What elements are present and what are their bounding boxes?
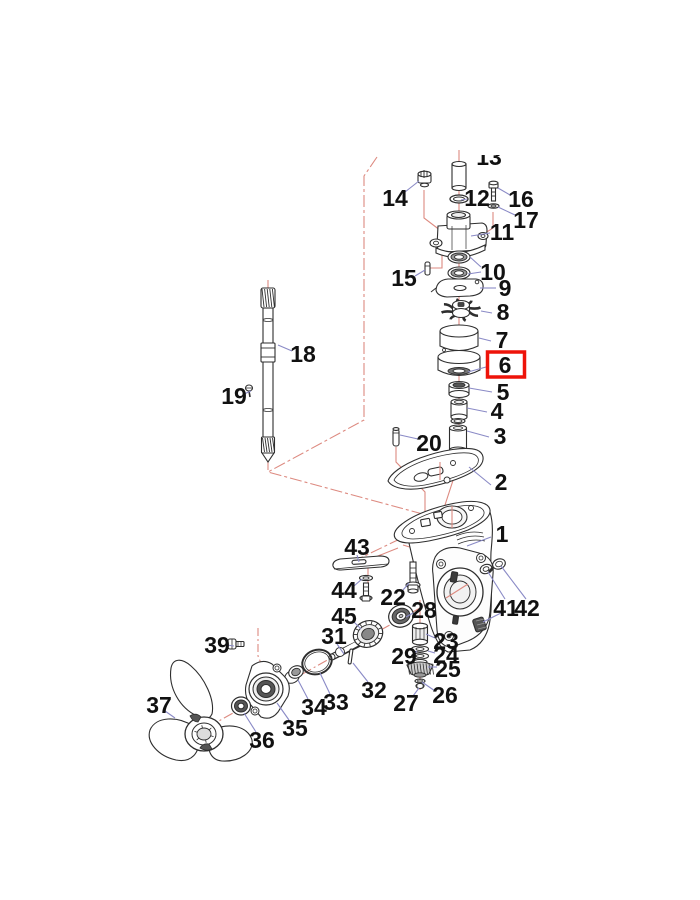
part-label-17: 17 — [513, 207, 539, 233]
part-label-28: 28 — [411, 597, 437, 623]
part-label-15: 15 — [391, 265, 417, 291]
part-label-12: 12 — [464, 185, 490, 211]
part-label-27: 27 — [393, 690, 419, 716]
part-label-32: 32 — [361, 677, 387, 703]
part-label-20: 20 — [416, 430, 442, 456]
parts — [148, 160, 506, 762]
highlight-box-part-6 — [485, 350, 527, 379]
part-label-24: 24 — [433, 642, 459, 668]
part-label-7: 7 — [496, 327, 509, 353]
leader-lines — [164, 180, 527, 733]
part-label-18: 18 — [290, 341, 316, 367]
part-label-10: 10 — [480, 259, 506, 285]
part-label-26: 26 — [432, 682, 458, 708]
part-label-9: 9 — [499, 275, 512, 301]
part-label-39: 39 — [204, 632, 230, 658]
part-label-14: 14 — [382, 185, 408, 211]
part-label-8: 8 — [497, 299, 510, 325]
part-label-23: 23 — [433, 628, 459, 654]
part-label-43: 43 — [344, 534, 370, 560]
part-label-11: 11 — [490, 219, 515, 245]
top-crop-mask — [466, 118, 512, 155]
part-label-5: 5 — [497, 379, 510, 405]
part-label-22: 22 — [380, 584, 406, 610]
part-label-42: 42 — [514, 595, 540, 621]
part-labels: 1234567891011121314151617181920222324252… — [146, 144, 540, 753]
part-label-3: 3 — [494, 423, 507, 449]
part-label-44: 44 — [331, 577, 357, 603]
part-label-34: 34 — [301, 694, 327, 720]
part-label-35: 35 — [282, 715, 308, 741]
part-label-29: 29 — [391, 643, 417, 669]
part-label-45: 45 — [331, 603, 357, 629]
part-label-4: 4 — [491, 398, 504, 424]
part-label-1: 1 — [496, 521, 509, 547]
part-label-37: 37 — [146, 692, 172, 718]
part-label-2: 2 — [495, 469, 508, 495]
part-label-19: 19 — [221, 383, 247, 409]
part-label-31: 31 — [321, 623, 347, 649]
part-label-33: 33 — [323, 689, 349, 715]
part-label-41: 41 — [493, 595, 519, 621]
part-label-36: 36 — [249, 727, 275, 753]
part-label-6: 6 — [499, 352, 512, 378]
part-label-16: 16 — [508, 186, 534, 212]
part-label-25: 25 — [435, 656, 461, 682]
